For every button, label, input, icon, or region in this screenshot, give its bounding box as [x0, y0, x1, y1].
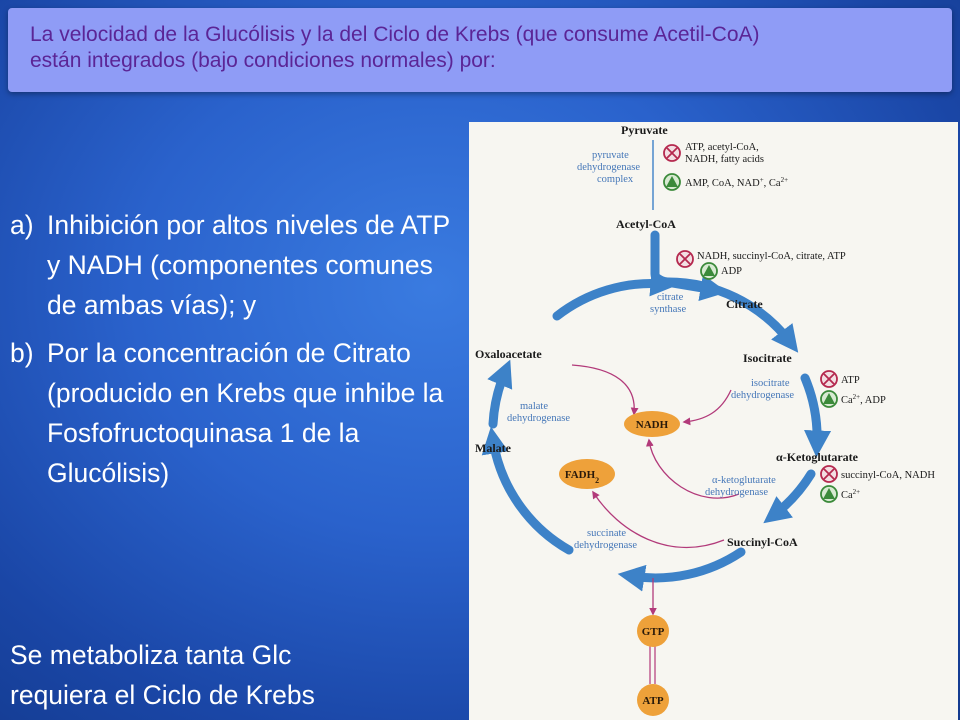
acetylcoa-label: Acetyl-CoA: [616, 217, 676, 231]
fadh-sub: 2: [595, 476, 599, 485]
inhibit-icon: [676, 250, 694, 268]
cs-activators: ADP: [721, 266, 742, 277]
sdh-label-1: succinate: [587, 528, 626, 539]
akg-to-nadh-arrow: [645, 438, 740, 499]
akg-to-succinylcoa-arrow: [763, 469, 816, 524]
nadh-node: NADH: [624, 411, 680, 437]
sdh-label-2: dehydrogenase: [574, 540, 637, 551]
pdh-label-1: pyruvate: [592, 150, 629, 161]
two-plus-sup: 2+: [781, 176, 789, 184]
idh-activators-b: , ADP: [860, 395, 886, 406]
item-text: Inhibición por altos niveles de ATP y NA…: [47, 210, 450, 320]
citrate-to-isocitrate-arrow: [662, 277, 799, 353]
inhibit-icon: [663, 144, 681, 162]
idh-activators: Ca2+, ADP: [841, 393, 886, 406]
nadh-fadh-arrows: [571, 364, 740, 616]
fadh2-node: FADH2: [559, 459, 615, 489]
idh-inhibitors: ATP: [841, 375, 860, 386]
alpha-symbol: α: [712, 475, 718, 486]
pyruvate-label: Pyruvate: [621, 123, 668, 137]
summary-text: Se metaboliza tanta Glc requiera el Cicl…: [10, 635, 315, 715]
title-line-1: La velocidad de la Glucólisis y la del C…: [30, 23, 760, 46]
pdh-activators-b: , Ca: [764, 178, 781, 189]
list-item: a) Inhibición por altos niveles de ATP y…: [10, 205, 460, 325]
gtp-atp-equilibrium: [649, 646, 656, 684]
cs-inhibitors: NADH, succinyl-CoA, citrate, ATP: [697, 251, 846, 262]
summary-line-2: requiera el Ciclo de Krebs: [10, 680, 315, 710]
cs-label-2: synthase: [650, 304, 687, 315]
oxaloacetate-label: Oxaloacetate: [475, 347, 542, 361]
alpha-symbol: α: [776, 450, 783, 464]
krebs-cycle-diagram: Pyruvate Acetyl-CoA Citrate Isocitrate α…: [475, 123, 935, 716]
item-marker: b): [10, 338, 34, 368]
inhibit-icon: [820, 465, 838, 483]
isocitrate-to-nadh-arrow: [682, 389, 732, 426]
two-plus-sup: 2+: [853, 393, 861, 401]
isocitrate-label: Isocitrate: [743, 351, 792, 365]
succinylcoa-label: Succinyl-CoA: [727, 535, 798, 549]
bullet-list: a) Inhibición por altos niveles de ATP y…: [10, 205, 460, 501]
pdh-activators: AMP, CoA, NAD+, Ca2+: [685, 176, 788, 189]
inhibit-icon: [820, 370, 838, 388]
isocitrate-to-akg-arrow: [800, 373, 832, 458]
akgdh-label-1: α-ketoglutarate: [712, 475, 776, 486]
item-marker: a): [10, 210, 34, 240]
pdh-label-2: dehydrogenase: [577, 162, 640, 173]
malate-to-oxaloacetate-arrow: [487, 359, 513, 429]
gtp-node: GTP: [637, 615, 669, 647]
mdh-label-2: dehydrogenase: [507, 413, 570, 424]
malate-label: Malate: [475, 441, 512, 455]
krebs-diagram-panel: Pyruvate Acetyl-CoA Citrate Isocitrate α…: [469, 122, 958, 720]
akgdh-activators: Ca2+: [841, 488, 860, 501]
akg-label: α-Ketoglutarate: [776, 450, 859, 464]
pdh-inhibitors-2: NADH, fatty acids: [685, 154, 764, 165]
malate-to-nadh-arrow: [571, 364, 639, 416]
list-item: b) Por la concentración de Citrato (prod…: [10, 333, 460, 493]
cycle-arrows: [481, 230, 832, 592]
title-box: La velocidad de la Glucólisis y la del C…: [8, 8, 952, 92]
activate-icon: [820, 485, 838, 503]
two-plus-sup: 2+: [853, 488, 861, 496]
succinylcoa-to-fadh-arrow: [592, 490, 725, 549]
gtp-label: GTP: [642, 626, 665, 638]
idh-label-1: isocitrate: [751, 378, 790, 389]
fumarate-to-malate-arrow: [481, 426, 574, 555]
akgdh-label-2: dehydrogenase: [705, 487, 768, 498]
title-line-2: están integrados (bajo condiciones norma…: [30, 49, 496, 72]
pdh-activators-a: AMP, CoA, NAD: [685, 178, 760, 189]
activate-icon: [663, 173, 681, 191]
plus-sup: +: [760, 176, 764, 184]
summary-line-1: Se metaboliza tanta Glc: [10, 640, 292, 670]
item-text: Por la concentración de Citrato (produci…: [47, 338, 444, 488]
idh-activators-a: Ca: [841, 395, 853, 406]
pdh-inhibitors-1: ATP, acetyl-CoA,: [685, 142, 759, 153]
succinylcoa-to-succinate-arrow: [617, 547, 746, 592]
akgdh-label-1-text: -ketoglutarate: [718, 475, 777, 486]
atp-node: ATP: [637, 684, 669, 716]
atp-label: ATP: [642, 695, 663, 707]
akg-label-text: -Ketoglutarate: [783, 450, 859, 464]
activate-icon: [820, 390, 838, 408]
citrate-label: Citrate: [726, 297, 763, 311]
activate-icon: [700, 262, 718, 280]
fadh2-label: FADH2: [565, 469, 599, 485]
mdh-label-1: malate: [520, 401, 548, 412]
akgdh-inhibitors: succinyl-CoA, NADH: [841, 470, 935, 481]
oxaloacetate-to-citrate-arrow: [552, 269, 678, 321]
fadh-text: FADH: [565, 469, 596, 481]
akgdh-activators-a: Ca: [841, 490, 853, 501]
nadh-label: NADH: [636, 419, 669, 431]
cs-label-1: citrate: [657, 292, 684, 303]
idh-label-2: dehydrogenase: [731, 390, 794, 401]
pdh-label-3: complex: [597, 174, 634, 185]
